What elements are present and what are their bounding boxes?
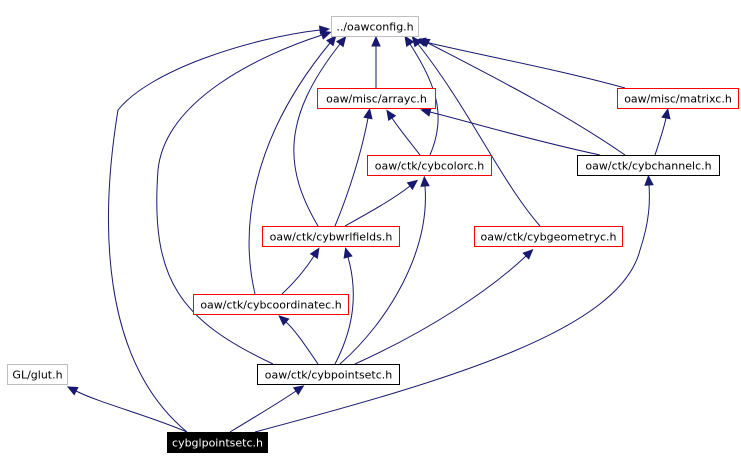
edge-line: [424, 41, 626, 89]
edge-cybwrlfields-to-arrayc: [334, 107, 373, 227]
edge-cybcolorc-to-oawconfig: [404, 35, 439, 156]
edges-layer: [66, 25, 671, 433]
node-label: oaw/ctk/cybcoordinatec.h: [200, 299, 341, 312]
edge-cybcoordinatec-to-cybwrlfields: [281, 247, 320, 295]
edge-line: [344, 185, 411, 227]
edge-matrixc-to-oawconfig: [415, 37, 626, 89]
edge-arrayc-to-oawconfig: [371, 35, 381, 88]
node-oawconfig[interactable]: ../oawconfig.h: [331, 16, 419, 37]
edge-line: [409, 43, 439, 156]
arrowhead-icon: [420, 107, 432, 117]
node-cybwrlfields[interactable]: oaw/ctk/cybwrlfields.h: [262, 226, 400, 247]
edge-line: [285, 321, 319, 365]
node-box[interactable]: [474, 226, 623, 247]
edge-line: [281, 255, 315, 295]
node-cybchannelc[interactable]: oaw/ctk/cybchannelc.h: [577, 155, 720, 176]
node-label: oaw/ctk/cybgeometryc.h: [481, 231, 617, 244]
edge-line: [156, 34, 323, 365]
node-glut[interactable]: GL/glut.h: [7, 364, 68, 385]
edge-line: [417, 43, 541, 227]
nodes-layer: ../oawconfig.h oaw/misc/arrayc.h oaw/misc/…: [7, 16, 739, 453]
arrowhead-icon: [406, 179, 419, 191]
node-label: oaw/misc/matrixc.h: [624, 93, 732, 106]
edge-cybchannelc-to-oawconfig: [418, 38, 626, 156]
node-label: ../oawconfig.h: [336, 21, 413, 34]
edge-line: [427, 42, 626, 156]
edge-line: [229, 390, 297, 433]
arrowhead-icon: [371, 35, 381, 47]
edge-line: [108, 29, 321, 433]
edge-cybchannelc-to-matrixc: [654, 107, 671, 156]
node-box[interactable]: [577, 155, 720, 176]
edge-cybcolorc-to-arrayc: [386, 109, 421, 156]
edge-line: [429, 111, 601, 156]
node-arrayc[interactable]: oaw/misc/arrayc.h: [317, 88, 436, 109]
edge-cybgeometryc-to-oawconfig: [411, 35, 541, 227]
node-box[interactable]: [193, 294, 349, 315]
edge-line: [334, 256, 354, 365]
arrowhead-icon: [278, 315, 290, 326]
node-cybpointsetc[interactable]: oaw/ctk/cybpointsetc.h: [257, 364, 400, 385]
edge-cybwrlfields-to-oawconfig: [293, 35, 347, 227]
edge-line: [354, 255, 527, 365]
arrowhead-icon: [420, 175, 430, 187]
arrowhead-icon: [418, 38, 431, 48]
arrowhead-icon: [386, 109, 397, 122]
node-cybgeometryc[interactable]: oaw/ctk/cybgeometryc.h: [474, 226, 623, 247]
edge-line: [339, 185, 426, 365]
node-cybcolorc[interactable]: oaw/ctk/cybcolorc.h: [367, 155, 492, 176]
edge-cybchannelc-to-arrayc: [420, 107, 601, 156]
edge-cybpointsetc-to-cybcoordinatec: [278, 315, 319, 365]
edge-cybpointsetc-to-oawconfig: [156, 30, 332, 365]
node-box[interactable]: [317, 88, 436, 109]
edge-cybglpointsetc-to-glut: [66, 386, 188, 433]
arrowhead-icon: [309, 247, 320, 259]
edge-line: [75, 390, 188, 433]
arrowhead-icon: [404, 35, 415, 48]
node-box[interactable]: [331, 16, 419, 37]
arrowhead-icon: [363, 107, 373, 120]
node-label: oaw/misc/arrayc.h: [326, 93, 427, 106]
arrowhead-icon: [66, 386, 79, 396]
arrowhead-icon: [661, 107, 671, 120]
edge-line: [334, 117, 369, 227]
node-box[interactable]: [617, 88, 739, 109]
node-label: oaw/ctk/cybpointsetc.h: [265, 369, 393, 382]
node-cybglpointsetc[interactable]: cybglpointsetc.h: [167, 432, 268, 453]
arrowhead-icon: [343, 247, 353, 259]
edge-cybcoordinatec-to-oawconfig: [248, 35, 337, 295]
node-label: oaw/ctk/cybcolorc.h: [375, 160, 485, 173]
node-label: oaw/ctk/cybchannelc.h: [585, 160, 711, 173]
edge-cybwrlfields-to-cybcolorc: [344, 179, 419, 227]
arrowhead-icon: [320, 30, 332, 40]
node-label: oaw/ctk/cybwrlfields.h: [270, 231, 393, 244]
edge-line: [254, 184, 650, 433]
arrowhead-icon: [335, 35, 347, 48]
node-box[interactable]: [7, 364, 68, 385]
arrowhead-icon: [326, 35, 337, 47]
edge-line: [391, 117, 421, 156]
node-label: cybglpointsetc.h: [172, 437, 263, 450]
node-box[interactable]: [367, 155, 492, 176]
edge-cybglpointsetc-to-cybpointsetc: [229, 385, 305, 433]
arrowhead-icon: [292, 385, 305, 396]
edge-line: [248, 42, 331, 295]
edge-cybpointsetc-to-cybwrlfields: [334, 247, 354, 365]
node-cybcoordinatec[interactable]: oaw/ctk/cybcoordinatec.h: [193, 294, 349, 315]
node-box[interactable]: [257, 364, 400, 385]
node-box[interactable]: [262, 226, 400, 247]
edge-line: [293, 43, 341, 227]
arrowhead-icon: [522, 248, 534, 260]
edge-cybpointsetc-to-cybcolorc: [339, 175, 430, 365]
arrowhead-icon: [411, 35, 423, 48]
arrowhead-icon: [644, 174, 654, 186]
node-matrixc[interactable]: oaw/misc/matrixc.h: [617, 88, 739, 109]
edge-cybglpointsetc-to-cybchannelc: [254, 174, 654, 433]
edge-line: [654, 117, 667, 156]
node-label: GL/glut.h: [12, 369, 62, 382]
node-box[interactable]: [167, 432, 268, 453]
edge-cybpointsetc-to-cybgeometryc: [354, 248, 534, 365]
